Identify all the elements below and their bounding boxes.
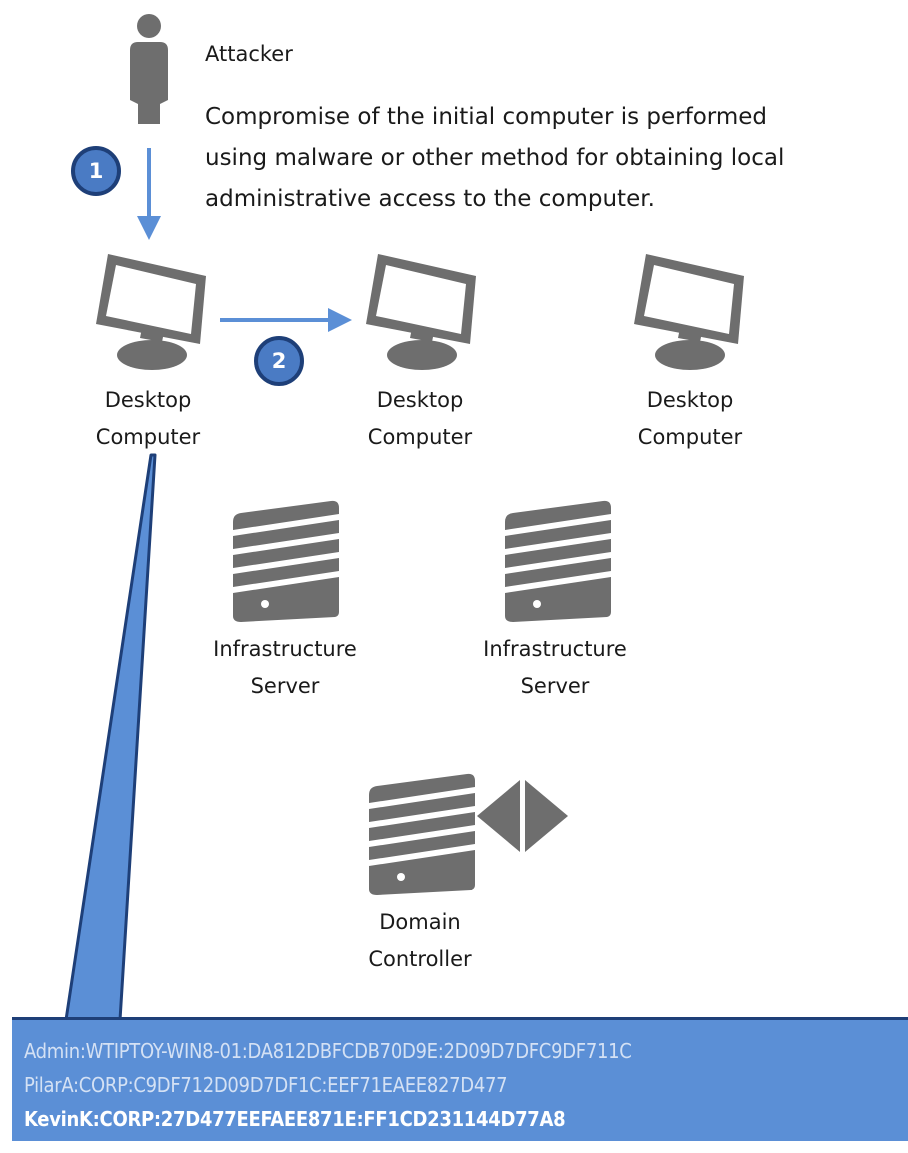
monitor-icon [96, 254, 206, 370]
server-icon [233, 500, 339, 622]
directory-diamond-icon [477, 780, 568, 852]
desktop-3-line2: Computer [637, 425, 743, 449]
server-1-line2: Server [250, 674, 320, 698]
server-1-line1: Infrastructure [213, 637, 357, 661]
domain-controller-line1: Domain [379, 910, 461, 934]
hash-line-pilara: PilarA:CORP:C9DF712D09D7DF1C:EEF71EAEE82… [24, 1073, 508, 1097]
description-line: using malware or other method for obtain… [205, 145, 785, 171]
step-2-number: 2 [271, 349, 287, 373]
desktop-2-line2: Computer [367, 425, 473, 449]
server-2-line1: Infrastructure [483, 637, 627, 661]
step-1-number: 1 [88, 159, 104, 183]
step-1-badge [71, 146, 121, 196]
desktop-3-label: Desktop Computer [610, 382, 770, 456]
desktop-2-label: Desktop Computer [340, 382, 500, 456]
desktop-3-line1: Desktop [646, 388, 734, 412]
attacker-label: Attacker [205, 42, 293, 66]
step-2-arrow [220, 308, 352, 332]
server-1-label: Infrastructure Server [190, 631, 380, 705]
credential-hash-panel: Admin:WTIPTOY-WIN8-01:DA812DBFCDB70D9E:2… [12, 1017, 908, 1141]
description-line: administrative access to the computer. [205, 186, 655, 212]
step-2-badge [254, 336, 304, 386]
hash-line-kevink: KevinK:CORP:27D477EEFAEE871E:FF1CD231144… [24, 1107, 566, 1131]
server-icon [505, 500, 611, 622]
person-icon [130, 14, 168, 124]
domain-controller-line2: Controller [368, 947, 472, 971]
monitor-icon [366, 254, 476, 370]
desktop-1-line1: Desktop [104, 388, 192, 412]
server-2-line2: Server [520, 674, 590, 698]
description-text: Compromise of the initial computer is pe… [205, 97, 784, 220]
desktop-1-label: Desktop Computer [68, 382, 228, 456]
description-line: Compromise of the initial computer is pe… [205, 104, 767, 130]
server-icon [369, 773, 475, 895]
desktop-1-line2: Computer [95, 425, 201, 449]
monitor-icon [634, 254, 744, 370]
callout-pointer [64, 453, 157, 1022]
desktop-2-line1: Desktop [376, 388, 464, 412]
domain-controller-label: Domain Controller [340, 904, 500, 978]
step-1-arrow [137, 148, 161, 240]
hash-line-admin: Admin:WTIPTOY-WIN8-01:DA812DBFCDB70D9E:2… [24, 1039, 632, 1063]
server-2-label: Infrastructure Server [460, 631, 650, 705]
